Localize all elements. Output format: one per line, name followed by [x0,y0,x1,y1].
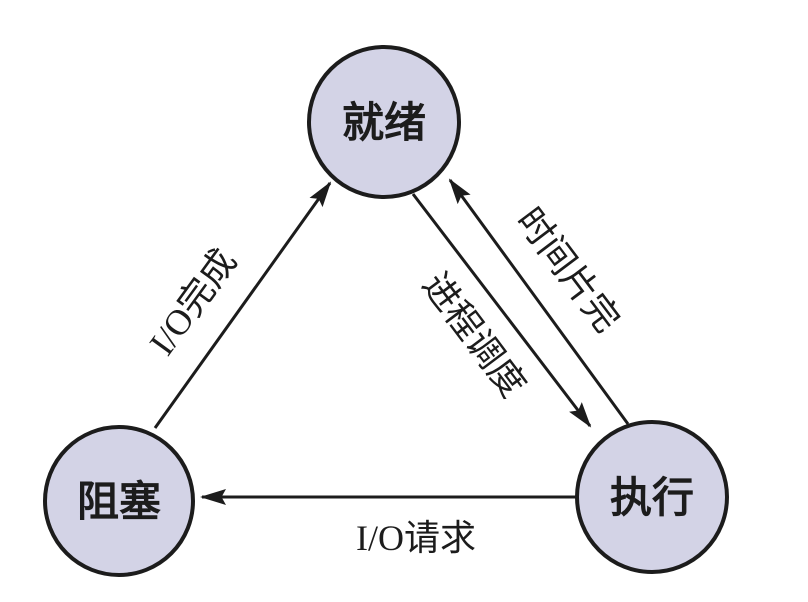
edge-label-process-scheduling: 进程调度 [415,265,534,404]
state-node-ready [307,45,461,199]
state-node-blocked [43,425,195,577]
state-label-blocked: 阻塞 [77,479,161,526]
edge-label-time-slice-expired: 时间片完 [509,200,628,339]
state-label-ready: 就绪 [342,100,426,147]
state-node-running [575,420,729,574]
edge-label-io-complete: I/O完成 [142,242,245,363]
edge-io-complete-arrow [153,181,332,429]
edge-label-io-request: I/O请求 [356,518,476,558]
state-label-running: 执行 [610,475,694,522]
edge-time-slice-expired-arrow [448,178,630,425]
edge-process-scheduling-arrow [411,193,592,428]
